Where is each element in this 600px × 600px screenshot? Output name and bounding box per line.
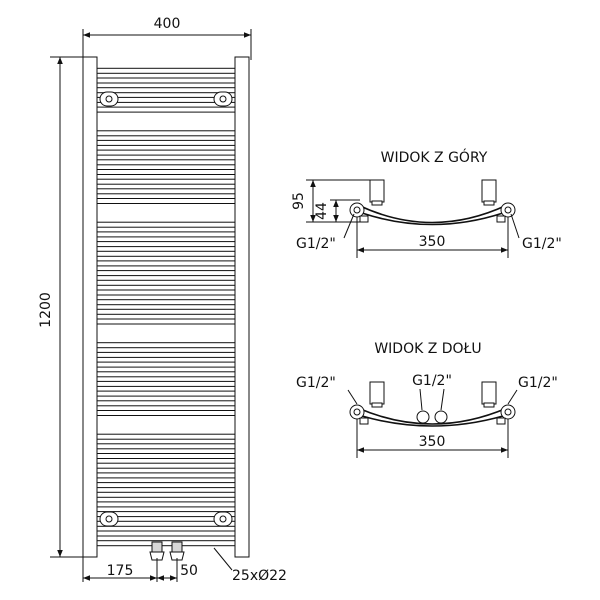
top-spacing-label: 350 [419, 234, 446, 250]
towel-bar [96, 241, 236, 248]
width-label: 400 [154, 16, 181, 32]
towel-bar [96, 279, 236, 286]
towel-bar [96, 400, 236, 407]
tube-label: 25xØ22 [232, 568, 287, 584]
towel-bar [96, 443, 236, 450]
towel-bar [96, 188, 236, 195]
bottom-spacing-label: 350 [419, 434, 446, 450]
bottom-center-connection-label: G1/2" [412, 373, 452, 389]
towel-bar [96, 318, 236, 325]
bottom-valves [149, 541, 185, 561]
bottom-connection-center-left [416, 410, 430, 424]
width-dimension: 400 [82, 16, 252, 60]
valve-spacing-label: 50 [180, 563, 198, 579]
bottom-view: WIDOK Z DOŁU G1/2" G1/2" G1/2" [296, 341, 558, 458]
inner-depth-label: 44 [314, 202, 330, 220]
height-dimension: 1200 [38, 56, 96, 558]
towel-bar [96, 149, 236, 156]
towel-bar [96, 198, 236, 204]
right-rail [234, 56, 250, 558]
towel-bar [96, 453, 236, 459]
top-post-left [369, 179, 385, 203]
towel-bar [96, 87, 236, 94]
top-view: WIDOK Z GÓRY 95 44 [291, 148, 562, 258]
top-post-right [481, 179, 497, 203]
towel-bar [96, 289, 236, 296]
towel-bar [96, 169, 236, 175]
bottom-post-left [369, 381, 385, 405]
towel-bar [96, 159, 236, 166]
towel-bar [96, 433, 236, 440]
towel-bar [96, 371, 236, 378]
bottom-dimensions: 175 50 25xØ22 [82, 547, 287, 584]
towel-bar [96, 540, 236, 547]
towel-bar [96, 472, 236, 479]
towel-bar [96, 178, 236, 185]
bottom-connection-center-right [434, 410, 448, 424]
left-rail [82, 56, 98, 558]
bottom-post-right [481, 381, 497, 405]
bottom-left-connection-label: G1/2" [296, 375, 336, 391]
towel-bar [96, 410, 236, 416]
towel-bar [96, 106, 236, 113]
top-left-connection-label: G1/2" [296, 236, 336, 252]
towel-bar [96, 250, 236, 257]
towel-bar [96, 308, 236, 315]
towel-bar [96, 260, 236, 267]
towel-bar [96, 361, 236, 368]
towel-bar [96, 96, 236, 103]
towel-bar [96, 520, 236, 527]
towel-bar [96, 351, 236, 358]
towel-bar [96, 462, 236, 469]
towel-bar [96, 530, 236, 537]
towel-bar [96, 501, 236, 508]
top-right-connection-label: G1/2" [522, 236, 562, 252]
towel-bar [96, 491, 236, 498]
towel-bar [96, 270, 236, 277]
towel-bar [96, 221, 236, 228]
bottom-view-title: WIDOK Z DOŁU [374, 341, 481, 357]
towel-bar [96, 130, 236, 137]
front-view: 400 1200 [38, 16, 287, 584]
towel-bar [96, 299, 236, 306]
left-offset-label: 175 [107, 563, 134, 579]
towel-bar [96, 139, 236, 146]
towel-bar [96, 77, 236, 84]
towel-bar [96, 390, 236, 397]
towel-bar [96, 482, 236, 489]
bottom-right-connection-label: G1/2" [518, 375, 558, 391]
towel-bars [96, 67, 236, 547]
towel-bar [96, 380, 236, 387]
towel-bar [96, 231, 236, 238]
towel-bar [96, 67, 236, 74]
depth-label: 95 [291, 192, 307, 210]
top-view-title: WIDOK Z GÓRY [381, 148, 488, 166]
mounting-brackets [99, 91, 233, 527]
towel-bar [96, 342, 236, 349]
height-label: 1200 [38, 292, 54, 328]
towel-bar [96, 511, 236, 518]
